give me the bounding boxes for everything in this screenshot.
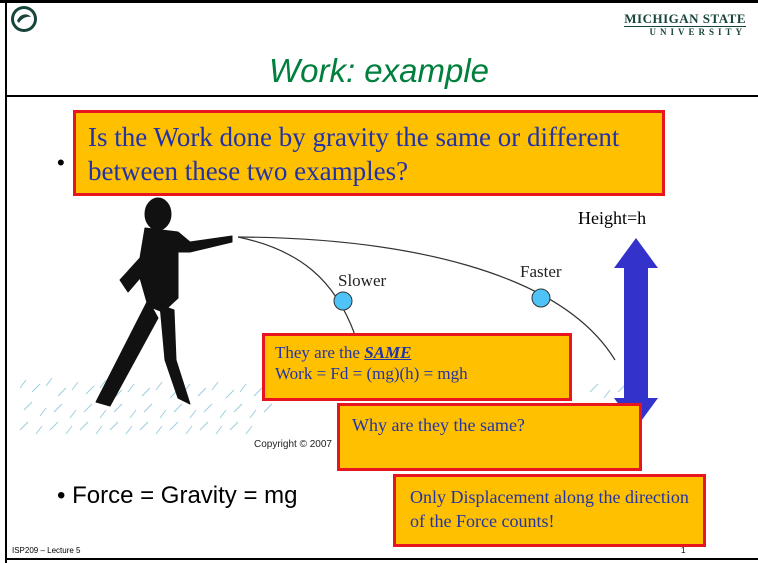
title-divider: [5, 95, 758, 97]
copyright-text: Copyright © 2007: [254, 439, 332, 450]
footer-lecture: ISP209 – Lecture 5: [12, 546, 81, 555]
answer-line1: They are the SAME: [275, 342, 559, 363]
person-silhouette: [95, 197, 233, 407]
force-bullet: • Force = Gravity = mg: [57, 482, 297, 510]
force-bullet-text: Force = Gravity = mg: [72, 482, 298, 509]
height-arrow: [614, 238, 658, 428]
university-logo: MICHIGAN STATE UNIVERSITY: [624, 12, 746, 38]
faster-ball: [531, 288, 551, 308]
slide-top-border: [0, 0, 758, 3]
why-box: Why are they the same?: [337, 403, 642, 471]
university-name-line2: UNIVERSITY: [649, 27, 746, 37]
footer-divider: [5, 558, 758, 560]
university-name-line1: MICHIGAN STATE: [624, 11, 746, 27]
question-box: Is the Work done by gravity the same or …: [73, 110, 665, 196]
answer-line2: Work = Fd = (mg)(h) = mgh: [275, 364, 468, 383]
answer-prefix: They are the: [275, 343, 365, 362]
displacement-box: Only Displacement along the direction of…: [393, 474, 706, 547]
force-bullet-marker: •: [57, 482, 66, 509]
page-number: 1: [681, 546, 686, 555]
ground-hatch: [19, 377, 627, 435]
slower-label: Slower: [338, 271, 387, 290]
slide-left-border: [5, 0, 7, 563]
slide-title: Work: example: [268, 52, 490, 89]
height-label: Height=h: [578, 208, 647, 228]
university-seal-icon: [11, 6, 37, 32]
bullet-marker: •: [57, 150, 65, 175]
slower-ball: [333, 291, 353, 311]
faster-label: Faster: [520, 262, 562, 281]
answer-same: SAME: [364, 343, 412, 362]
answer-box: They are the SAME Work = Fd = (mg)(h) = …: [262, 333, 572, 401]
